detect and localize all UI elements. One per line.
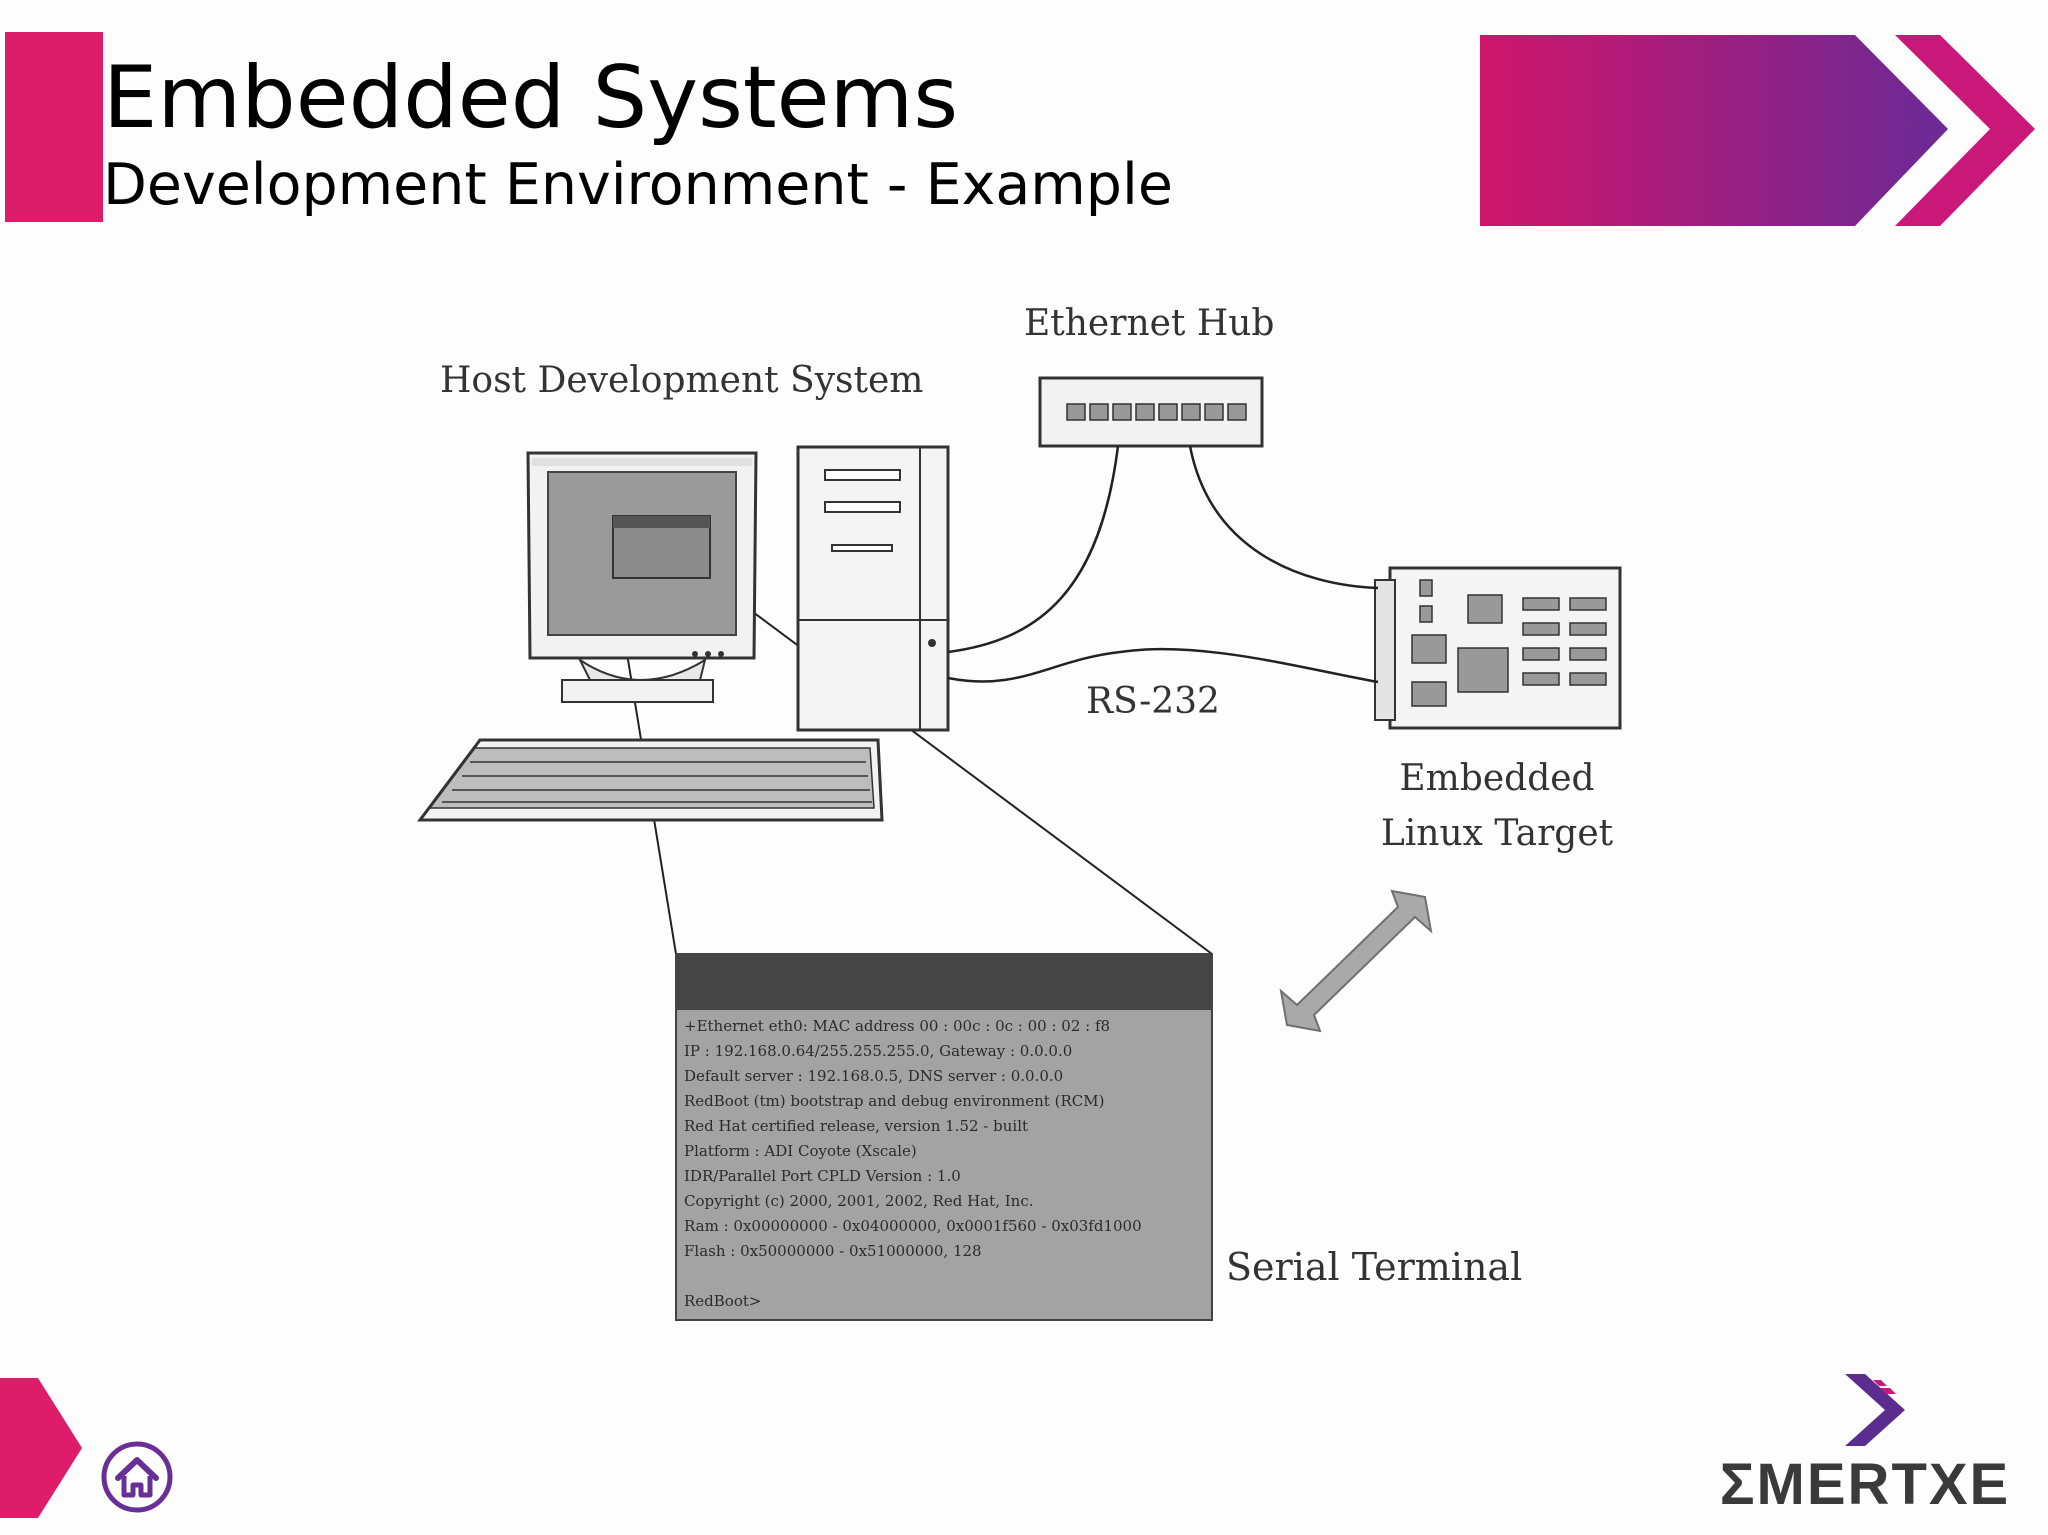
dev-environment-diagram: +Ethernet eth0: MAC address 00 : 00c : 0…	[417, 303, 1622, 1321]
zoom-line-right	[709, 579, 1213, 955]
target-label-line2: Linux Target	[1381, 813, 1614, 854]
terminal-line-10: Flash : 0x50000000 - 0x51000000, 128	[684, 1242, 982, 1260]
terminal-line-3: Default server : 192.168.0.5, DNS server…	[684, 1067, 1063, 1085]
title-accent-bar	[5, 32, 103, 222]
monitor-icon	[526, 451, 758, 703]
target-label-line1: Embedded	[1399, 758, 1594, 799]
rs232-label: RS-232	[1086, 681, 1220, 722]
embedded-board-icon	[1374, 566, 1622, 730]
emertxe-logo-mark	[1845, 1374, 1905, 1446]
keyboard-icon	[417, 738, 884, 822]
home-button[interactable]	[100, 1440, 174, 1514]
ethernet-hub-label: Ethernet Hub	[1024, 303, 1274, 344]
ethernet-cable-target	[1188, 445, 1379, 590]
slide-title: Embedded Systems	[103, 48, 959, 148]
terminal-line-9: Ram : 0x00000000 - 0x04000000, 0x0001f56…	[684, 1217, 1142, 1235]
slide-subtitle: Development Environment - Example	[103, 152, 1173, 218]
serial-terminal-window: +Ethernet eth0: MAC address 00 : 00c : 0…	[675, 953, 1213, 1321]
header-chevron-banner	[1480, 35, 2035, 226]
terminal-line-5: Red Hat certified release, version 1.52 …	[684, 1117, 1028, 1135]
prev-slide-arrow	[0, 1378, 82, 1518]
terminal-line-7: IDR/Parallel Port CPLD Version : 1.0	[684, 1167, 961, 1185]
terminal-line-6: Platform : ADI Coyote (Xscale)	[684, 1142, 917, 1160]
ethernet-hub-icon	[1038, 376, 1264, 448]
terminal-line-12: RedBoot>	[684, 1292, 761, 1310]
ethernet-cable-host	[947, 445, 1120, 654]
terminal-line-4: RedBoot (tm) bootstrap and debug environ…	[684, 1092, 1104, 1110]
double-arrow-icon	[1279, 889, 1433, 1033]
emertxe-logo-text: ΣMERTXE	[1719, 1452, 2011, 1517]
rs232-cable	[947, 647, 1379, 684]
terminal-line-1: +Ethernet eth0: MAC address 00 : 00c : 0…	[684, 1017, 1110, 1035]
serial-terminal-label: Serial Terminal	[1226, 1245, 1522, 1289]
terminal-line-8: Copyright (c) 2000, 2001, 2002, Red Hat,…	[684, 1192, 1034, 1210]
home-icon	[101, 1441, 173, 1513]
tower-pc-icon	[796, 445, 950, 732]
terminal-line-2: IP : 192.168.0.64/255.255.255.0, Gateway…	[684, 1042, 1072, 1060]
host-system-label: Host Development System	[440, 360, 923, 401]
